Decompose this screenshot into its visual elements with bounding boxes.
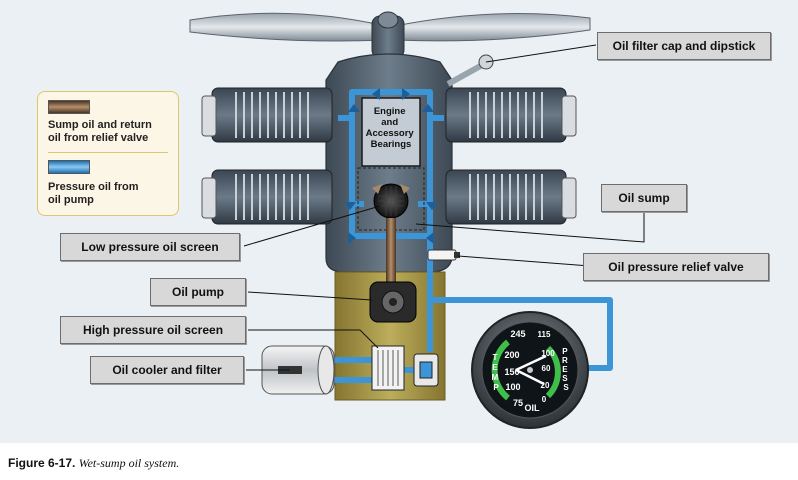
callout-low-pressure-screen: Low pressure oil screen: [60, 233, 240, 261]
gauge-oil-label: OIL: [525, 403, 541, 413]
gauge-press-letter-r: R: [562, 356, 568, 365]
gauge-temp-letter-p: P: [493, 383, 499, 392]
gauge-temp-tick-150: 150: [504, 367, 519, 377]
relief-valve-graphic: [427, 249, 460, 261]
callout-oil-sump: Oil sump: [601, 184, 687, 212]
figure-caption-label: Figure 6-17.: [8, 456, 76, 470]
gauge-press-tick-20: 20: [541, 381, 550, 390]
flow-arrows: [344, 88, 438, 244]
sump-pickup-tube: [386, 218, 396, 288]
legend-swatch-pressure-oil: [48, 160, 90, 174]
legend-label-sump-oil: Sump oil and return oil from relief valv…: [48, 119, 152, 144]
bearings-box: [361, 97, 421, 167]
gauge-temp-tick-245: 245: [510, 329, 525, 339]
gauge-press-tick-115: 115: [538, 330, 551, 339]
gauge-temp-letter-m: M: [492, 373, 499, 382]
callout-oil-cooler-filter: Oil cooler and filter: [90, 356, 244, 384]
legend-label-pressure-oil: Pressure oil from oil pump: [48, 181, 139, 206]
bearings-line-2: and: [381, 117, 398, 128]
callout-oil-pressure-relief-valve: Oil pressure relief valve: [583, 253, 769, 281]
oil-gauge: 245 200 150 100 75 115 100 60 20 0 T E M…: [471, 311, 589, 429]
callout-high-pressure-screen: High pressure oil screen: [60, 316, 246, 344]
gauge-press-label: P R E S S: [562, 347, 570, 392]
engine-cylinders: [201, 87, 577, 225]
pressure-transmitter: [413, 353, 439, 387]
figure-caption: Figure 6-17. Wet-sump oil system.: [8, 456, 179, 471]
gauge-temp-tick-75: 75: [513, 398, 523, 408]
bearings-line-3: Accessory: [366, 128, 415, 139]
gauge-press-letter-p: P: [562, 347, 568, 356]
gauge-press-tick-100: 100: [541, 349, 555, 358]
legend-swatch-sump-oil: [48, 100, 90, 114]
oil-pump-graphic: [369, 281, 417, 323]
screen-mesh: [378, 186, 404, 216]
gauge-press-letter-s1: S: [562, 374, 568, 383]
wet-sump-oil-diagram: Engine and Accessory Bearings: [189, 11, 645, 429]
callout-oil-filter-cap: Oil filter cap and dipstick: [597, 32, 771, 60]
gauge-temp-tick-100: 100: [505, 382, 520, 392]
legend-divider: [48, 152, 168, 153]
gauge-temp-letter-t: T: [492, 353, 497, 362]
gauge-press-letter-s2: S: [563, 383, 569, 392]
bearings-box-label: Engine and Accessory Bearings: [366, 106, 417, 150]
bearings-line-4: Bearings: [371, 139, 412, 150]
figure-caption-text: Wet-sump oil system.: [78, 456, 180, 470]
gauge-press-tick-60: 60: [542, 364, 551, 373]
gauge-press-letter-e: E: [562, 365, 568, 374]
callout-oil-pump: Oil pump: [150, 278, 246, 306]
legend: Sump oil and return oil from relief valv…: [37, 91, 179, 216]
gauge-press-tick-0: 0: [542, 395, 547, 404]
pressure-oil-lines: [334, 89, 613, 383]
suction-arrows: [372, 184, 410, 194]
gauge-temp-tick-200: 200: [504, 350, 519, 360]
propeller: [189, 11, 591, 59]
gauge-temp-label: T E M P: [492, 353, 501, 392]
high-pressure-screen-graphic: [371, 345, 405, 391]
bearings-line-1: Engine: [374, 106, 406, 117]
figure-stage: Engine and Accessory Bearings: [0, 0, 798, 443]
dipstick: [446, 54, 494, 87]
gauge-temp-letter-e: E: [492, 363, 498, 372]
